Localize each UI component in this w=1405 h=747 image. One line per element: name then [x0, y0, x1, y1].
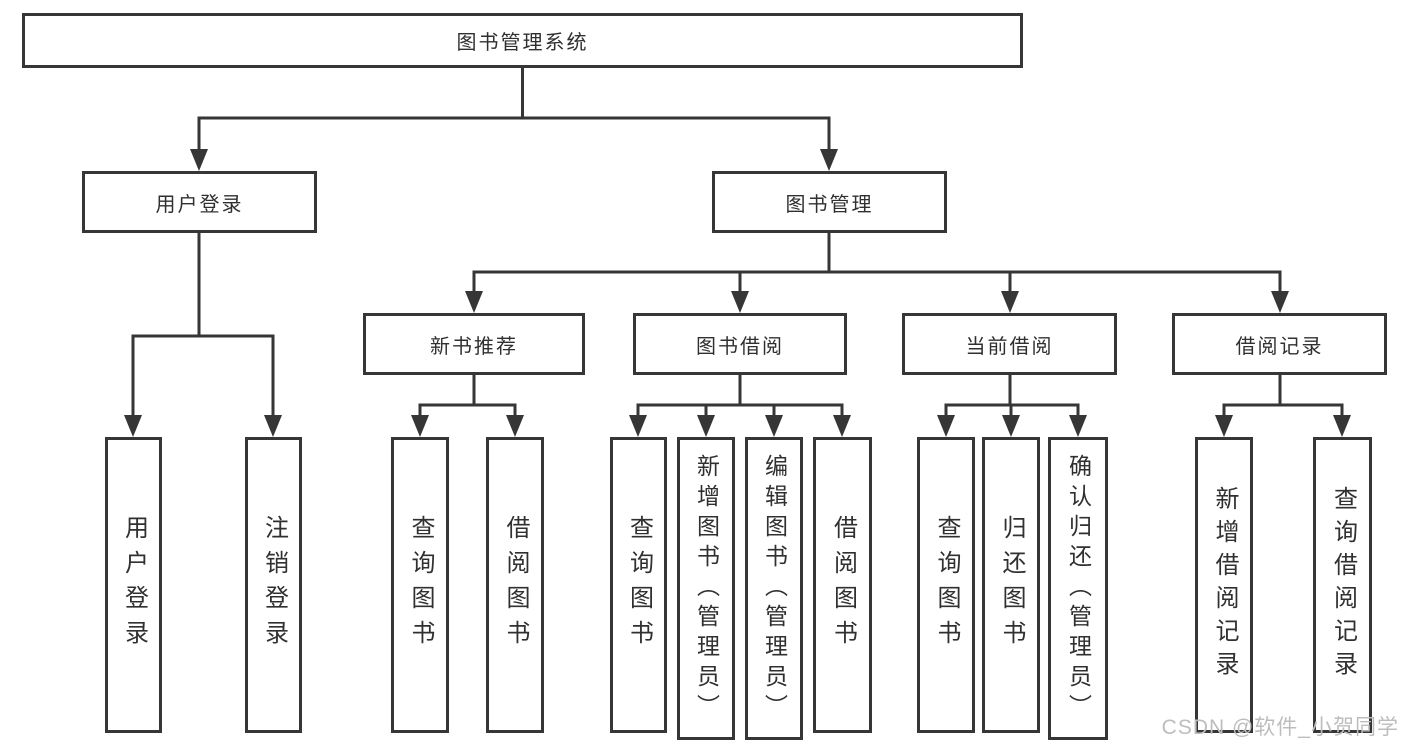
node-new-book-recommend: 新书推荐	[363, 313, 585, 375]
leaf-add-borrow-record: 新增借阅记录	[1195, 437, 1253, 733]
leaf-logout: 注销登录	[245, 437, 302, 733]
leaf-confirm-return-admin: 确认归还（管理员）	[1048, 437, 1108, 740]
node-book-management: 图书管理	[712, 171, 947, 233]
leaf-borrow-books-2: 借阅图书	[813, 437, 872, 733]
leaf-borrow-books-1-label: 借阅图书	[502, 515, 529, 655]
leaf-query-books-3: 查询图书	[917, 437, 975, 733]
leaf-borrow-books-1: 借阅图书	[486, 437, 544, 733]
current-borrow-label: 当前借阅	[965, 335, 1054, 358]
leaf-user-login-label: 用户登录	[120, 515, 148, 655]
leaf-add-borrow-record-label: 新增借阅记录	[1211, 486, 1238, 684]
new-book-recommend-label: 新书推荐	[430, 335, 518, 358]
leaf-query-books-3-label: 查询图书	[933, 515, 960, 655]
node-borrow-records: 借阅记录	[1172, 313, 1387, 375]
root-label: 图书管理系统	[456, 32, 589, 54]
book-management-label: 图书管理	[785, 193, 874, 216]
leaf-query-books-2-label: 查询图书	[625, 515, 653, 655]
leaf-query-books-2: 查询图书	[610, 437, 667, 733]
leaf-user-login: 用户登录	[105, 437, 162, 733]
borrow-records-label: 借阅记录	[1235, 335, 1324, 358]
leaf-return-books: 归还图书	[982, 437, 1040, 733]
leaf-add-books-admin: 新增图书（管理员）	[677, 437, 735, 740]
leaf-borrow-books-2-label: 借阅图书	[829, 515, 857, 655]
leaf-query-borrow-record: 查询借阅记录	[1313, 437, 1372, 733]
leaf-edit-books-admin: 编辑图书（管理员）	[745, 437, 803, 740]
leaf-query-books-1: 查询图书	[391, 437, 449, 733]
leaf-logout-label: 注销登录	[260, 515, 288, 655]
node-book-borrow: 图书借阅	[633, 313, 847, 375]
leaf-edit-books-admin-label: 编辑图书（管理员）	[761, 453, 788, 724]
leaf-confirm-return-admin-label: 确认归还（管理员）	[1065, 453, 1092, 724]
node-root-system: 图书管理系统	[22, 13, 1023, 68]
leaf-query-borrow-record-label: 查询借阅记录	[1329, 486, 1357, 684]
leaf-return-books-label: 归还图书	[998, 515, 1025, 655]
watermark: CSDN @软件_小贺同学	[1161, 716, 1399, 739]
node-current-borrow: 当前借阅	[902, 313, 1117, 375]
user-login-label: 用户登录	[155, 193, 244, 216]
leaf-add-books-admin-label: 新增图书（管理员）	[693, 453, 720, 724]
leaf-query-books-1-label: 查询图书	[407, 515, 434, 655]
arrowheads	[124, 149, 1351, 437]
book-borrow-label: 图书借阅	[696, 335, 784, 358]
node-user-login: 用户登录	[82, 171, 317, 233]
